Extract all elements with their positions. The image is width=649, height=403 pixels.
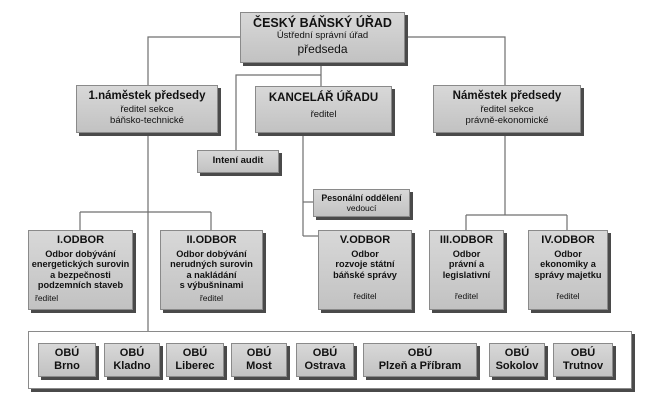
obu-trutnov-line1: OBÚ [570, 347, 596, 360]
personnel-role: vedoucí [346, 202, 377, 213]
odbor-4-box: IV.ODBOR Odbor ekonomiky a správy majetk… [528, 230, 608, 310]
obu-kladno-line2: Kladno [113, 360, 151, 372]
office-box: KANCELÁŘ ÚŘADU ředitel [255, 86, 392, 133]
obu-brno-line2: Brno [54, 360, 80, 372]
audit-label: Intení audit [212, 155, 264, 167]
obu-kladno: OBÚ Kladno [104, 343, 160, 377]
obu-most: OBÚ Most [231, 343, 287, 377]
left-deputy-title: 1.náměstek předsedy [88, 90, 206, 102]
odbor-2-line2: nerudných surovin [170, 259, 253, 270]
odbor-4-role: ředitel [556, 291, 580, 302]
odbor-1-line4: podzemních staveb [37, 280, 124, 291]
odbor-5-line2: rozvoje státní [335, 259, 395, 270]
audit-box: Intení audit [197, 150, 279, 173]
personnel-box: Pesonální oddělení vedoucí [313, 189, 410, 217]
obu-trutnov: OBÚ Trutnov [553, 343, 613, 377]
obu-ostrava-line1: OBÚ [312, 347, 338, 360]
odbor-5-role: ředitel [353, 291, 377, 302]
office-title: KANCELÁŘ ÚŘADU [268, 92, 379, 104]
connector-top-right [405, 36, 506, 85]
odbor-1-line2: energetických surovin [31, 259, 130, 270]
obu-most-line2: Most [246, 360, 272, 372]
left-deputy-box: 1.náměstek předsedy ředitel sekce báňsko… [76, 85, 218, 133]
left-deputy-line2: báňsko-technické [110, 115, 184, 127]
odbor-4-line3: správy majetku [534, 269, 602, 280]
odbor-5-line1: Odbor [351, 248, 379, 259]
odbor-2-box: II.ODBOR Odbor dobývání nerudných surovi… [160, 230, 263, 310]
obu-most-line1: OBÚ [246, 347, 272, 360]
right-deputy-title: Náměstek předsedy [452, 90, 562, 102]
obu-sokolov-line2: Sokolov [495, 360, 539, 372]
odbor-2-title: II.ODBOR [186, 234, 237, 246]
obu-ostrava-line2: Ostrava [304, 360, 346, 372]
obu-trutnov-line2: Trutnov [562, 360, 604, 372]
left-deputy-line1: ředitel sekce [120, 104, 174, 116]
odbor-5-title: V.ODBOR [339, 234, 391, 246]
connector-top-left [147, 36, 240, 85]
odbor-4-line2: ekonomiky a [540, 259, 596, 270]
connector-office-audit [235, 74, 321, 150]
top-title: ČESKÝ BÁŇSKÝ ÚŘAD [253, 16, 392, 30]
obu-liberec-line2: Liberec [175, 360, 215, 372]
odbor-2-line1: Odbor dobývání [176, 248, 247, 259]
top-subtitle: Ústřední správní úřad [276, 30, 369, 42]
top-role: předseda [297, 42, 348, 57]
obu-brno-line1: OBÚ [54, 347, 80, 360]
odbor-2-line3: a nakládání [186, 269, 237, 280]
odbor-3-title: III.ODBOR [439, 234, 494, 246]
odbor-1-title: I.ODBOR [56, 234, 105, 246]
obu-plzen-pribram-line2: Plzeň a Příbram [378, 360, 462, 372]
personnel-label: Pesonální oddělení [321, 192, 402, 203]
odbor-1-role: ředitel [35, 292, 59, 303]
obu-sokolov-line1: OBÚ [504, 347, 530, 360]
right-deputy-line2: právně-ekonomické [465, 115, 549, 127]
obu-liberec-line1: OBÚ [182, 347, 208, 360]
odbor-3-line3: legislativní [442, 269, 491, 280]
odbor-2-line4: s výbušninami [179, 280, 244, 291]
right-deputy-box: Náměstek předsedy ředitel sekce právně-e… [433, 85, 581, 133]
odbor-4-title: IV.ODBOR [541, 234, 595, 246]
odbor-3-role: ředitel [454, 291, 479, 302]
office-role: ředitel [310, 109, 337, 121]
obu-ostrava: OBÚ Ostrava [296, 343, 354, 377]
odbor-5-line3: báňské správy [333, 269, 397, 280]
odbor-3-box: III.ODBOR Odbor právní a legislativní ře… [429, 230, 504, 310]
odbor-2-role: ředitel [199, 292, 224, 303]
odbor-1-box: I.ODBOR Odbor dobývání energetických sur… [28, 230, 133, 310]
odbor-3-line1: Odbor [452, 248, 481, 259]
odbor-3-line2: právní a [448, 259, 485, 270]
obu-plzen-pribram: OBÚ Plzeň a Příbram [363, 343, 477, 377]
obu-kladno-line1: OBÚ [119, 347, 145, 360]
odbor-1-line3: a bezpečnosti [50, 269, 111, 280]
obu-plzen-pribram-line1: OBÚ [407, 347, 433, 360]
obu-liberec: OBÚ Liberec [166, 343, 224, 377]
top-box: ČESKÝ BÁŇSKÝ ÚŘAD Ústřední správní úřad … [240, 12, 405, 63]
odbor-1-line1: Odbor dobývání [45, 248, 116, 259]
obu-brno: OBÚ Brno [38, 343, 96, 377]
obu-sokolov: OBÚ Sokolov [489, 343, 545, 377]
odbor-4-line1: Odbor [554, 248, 582, 259]
right-deputy-line1: ředitel sekce [480, 104, 534, 116]
odbor-5-box: V.ODBOR Odbor rozvoje státní báňské sprá… [318, 230, 412, 310]
